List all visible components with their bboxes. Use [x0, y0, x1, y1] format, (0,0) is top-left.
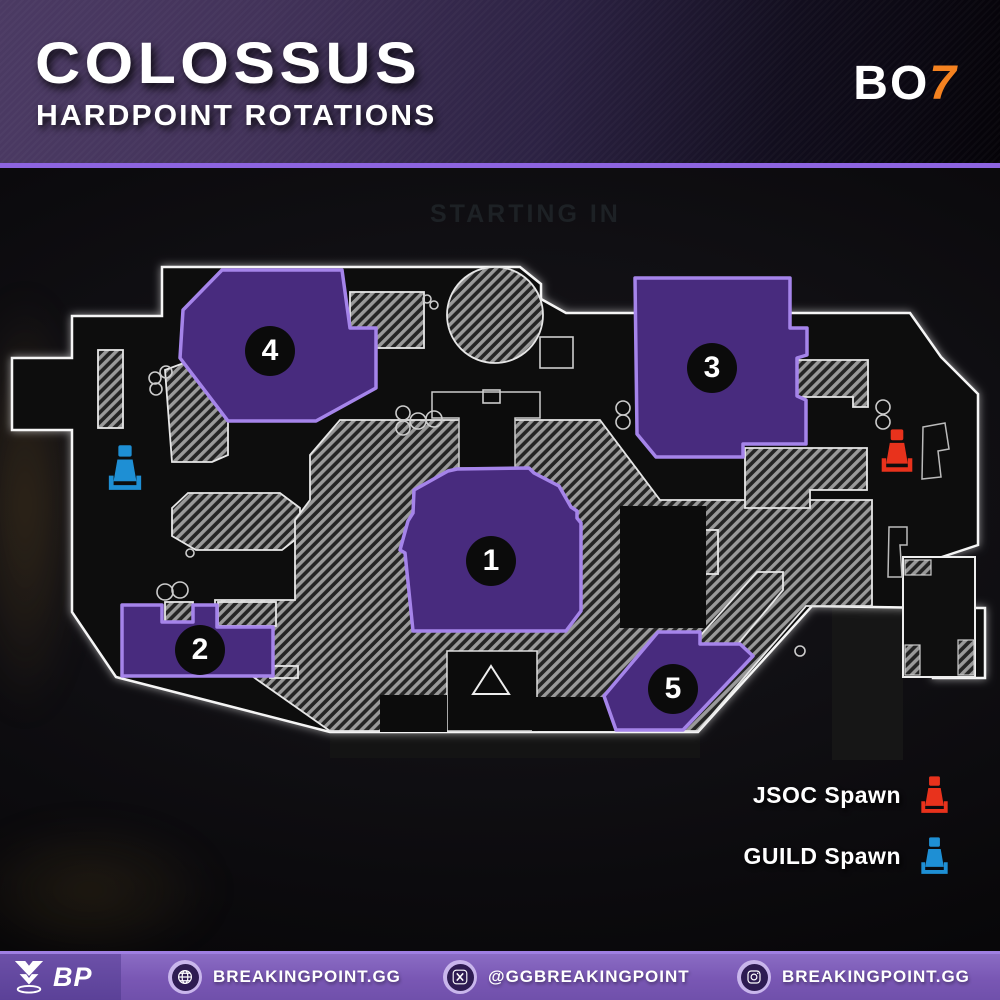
instagram-icon — [737, 960, 771, 994]
jsoc-spawn-marker — [879, 428, 915, 474]
hardpoint-badge-3: 3 — [687, 343, 737, 393]
bo7-logo: BO7 — [853, 56, 958, 111]
hardpoint-badge-2: 2 — [175, 625, 225, 675]
guild-spawn-marker — [106, 444, 144, 492]
page-subtitle: HARDPOINT ROTATIONS — [36, 100, 437, 132]
footer-link-label: @GGBREAKINGPOINT — [488, 967, 690, 986]
footer-link-label: BREAKINGPOINT.GG — [782, 967, 970, 986]
map-title: COLOSSUS — [35, 31, 422, 96]
bo7-logo-seven: 7 — [929, 57, 958, 110]
brand-box: BP — [0, 954, 121, 1000]
legend-label-guild: GUILD Spawn — [743, 842, 901, 869]
hardpoint-badge-5: 5 — [648, 664, 698, 714]
footer-link-instagram[interactable]: BREAKINGPOINT.GG — [737, 954, 970, 1000]
x-icon — [443, 960, 477, 994]
spawn-person-icon — [108, 445, 142, 490]
ghost-hud-text: STARTING IN — [430, 200, 621, 228]
legend-row-jsoc: JSOC Spawn — [753, 774, 950, 816]
globe-icon — [168, 960, 202, 994]
bp-logo-icon — [14, 961, 44, 994]
footer-link-label: BREAKINGPOINT.GG — [213, 967, 401, 986]
footer-link-website[interactable]: BREAKINGPOINT.GG — [168, 954, 401, 1000]
hardpoint-badge-4: 4 — [245, 326, 295, 376]
bo7-logo-bo: BO — [853, 57, 930, 110]
hardpoint-badge-1: 1 — [466, 536, 516, 586]
jsoc-spawn-legend-icon — [919, 774, 950, 816]
footer-bar: BP BREAKINGPOINT.GG @GGBREAKINGPOINT — [0, 951, 1000, 1000]
spawn-person-icon — [881, 429, 913, 472]
header-banner: COLOSSUS HARDPOINT ROTATIONS — [0, 0, 1000, 163]
bp-logo-text: BP — [53, 961, 93, 992]
footer-link-x[interactable]: @GGBREAKINGPOINT — [443, 954, 690, 1000]
guild-spawn-legend-icon — [919, 835, 950, 877]
purple-divider — [0, 163, 1000, 168]
legend-row-guild: GUILD Spawn — [743, 835, 950, 877]
legend-label-jsoc: JSOC Spawn — [752, 781, 901, 808]
